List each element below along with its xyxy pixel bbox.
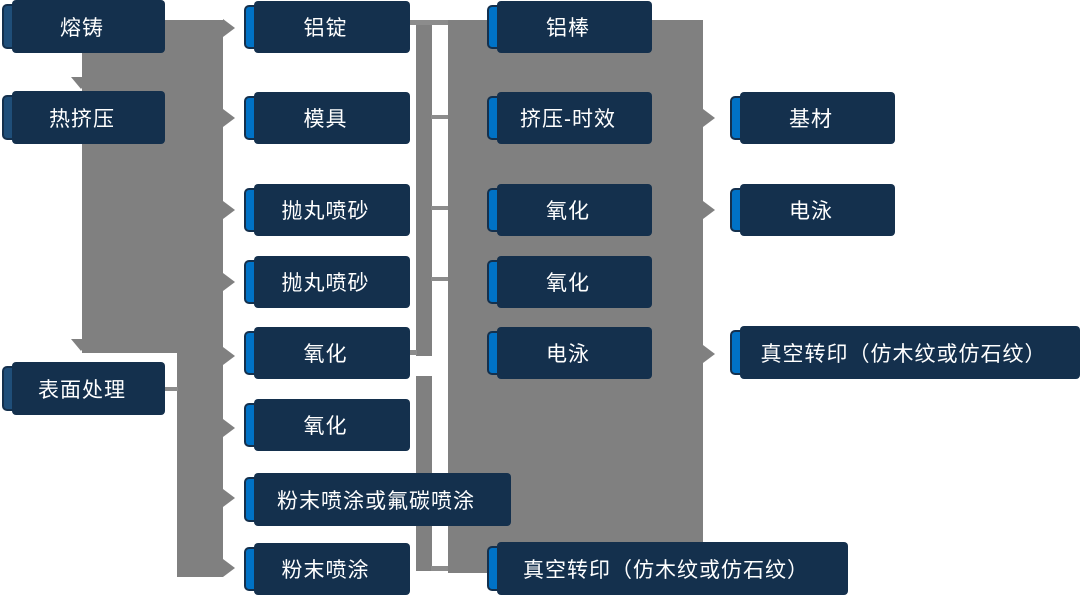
node-shot-blasting-2: 抛丸喷砂 [244,256,410,308]
node-oxidation-3: 氧化 [487,184,652,236]
node-aluminum-rod: 铝棒 [487,1,652,53]
connector-link-oxidation [406,350,417,355]
node-base-material: 基材 [730,92,895,144]
node-vacuum-transfer-2: 真空转印（仿木纹或仿石纹） [730,326,1080,379]
arrow-to-powder-coating-2-icon [223,559,235,577]
node-oxidation-2: 氧化 [244,399,410,451]
node-aluminum-ingot: 铝锭 [244,1,410,53]
node-shot-blasting-1: 抛丸喷砂 [244,184,410,236]
node-melt-casting: 熔铸 [2,0,165,53]
connector-tick-row-bottom [431,566,448,571]
node-surface-treatment: 表面处理 [2,362,165,415]
arrow-to-electrophoresis-icon [703,201,715,219]
node-extrusion-aging: 挤压-时效 [487,92,652,144]
node-oxidation-4: 氧化 [487,256,652,308]
node-electrophoresis-2: 电泳 [730,184,895,236]
connector-link-surface [162,387,178,391]
connector-tick-row-mold [431,115,448,119]
arrow-to-oxidation-2-icon [223,419,235,437]
connector-band-left-lower [177,353,223,577]
arrow-to-oxidation-1-icon [223,347,235,365]
node-hot-extrusion: 热挤压 [2,91,165,144]
arrow-to-shot-blasting-1-icon [223,201,235,219]
connector-tick-row-blast1 [431,206,448,210]
arrow-to-mold-icon [223,109,235,127]
arrow-to-aluminum-ingot-icon [223,19,235,37]
connector-band-left-main [82,20,223,353]
node-mold: 模具 [244,92,410,144]
arrow-to-surface-treatment-icon [71,339,91,351]
node-powder-coating: 粉末喷涂 [244,543,410,595]
arrow-to-hot-extrusion-icon [71,77,91,89]
connector-bar-mid-upper [416,20,432,356]
arrow-to-vacuum-transfer-icon [703,345,715,363]
arrow-to-shot-blasting-2-icon [223,273,235,291]
node-electrophoresis-1: 电泳 [487,327,652,379]
connector-link-ingot [407,20,448,25]
arrow-to-powder-coatings-icon [223,489,235,507]
node-powder-or-fluorocarbon-coating: 粉末喷涂或氟碳喷涂 [244,473,511,526]
connector-tick-row-blast2 [431,277,448,281]
node-oxidation-1: 氧化 [244,327,410,379]
node-vacuum-transfer-1: 真空转印（仿木纹或仿石纹） [487,542,848,595]
arrow-to-base-material-icon [703,109,715,127]
